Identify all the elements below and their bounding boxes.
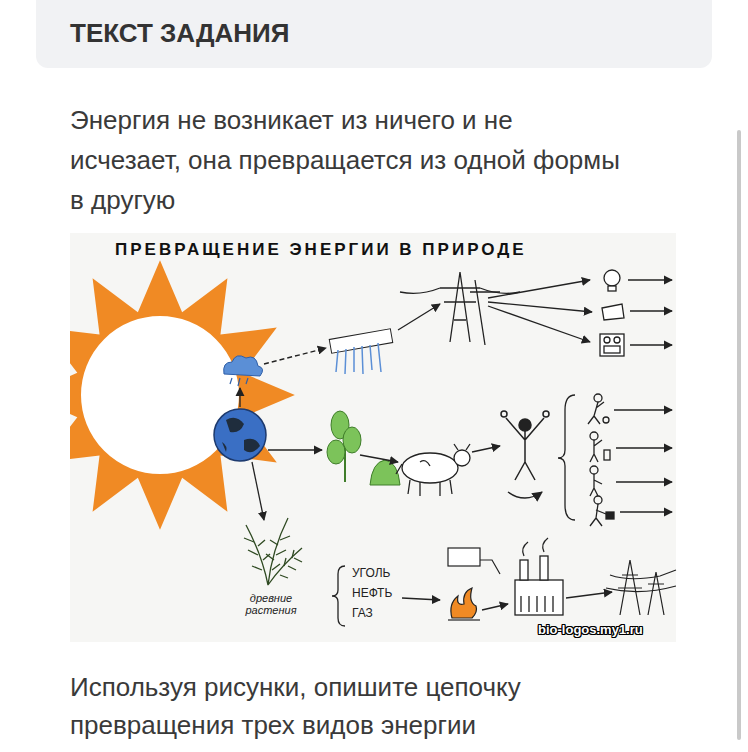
plant-caption: древние растения: [236, 592, 306, 616]
picture-title: ПРЕВРАЩЕНИЕ ЭНЕРГИИ В ПРИРОДЕ: [113, 240, 529, 260]
power-tower: [400, 272, 520, 345]
heading-box: ТЕКСТ ЗАДАНИЯ: [36, 0, 712, 68]
arrows: [240, 280, 672, 610]
fuel-name: ГАЗ: [352, 606, 373, 620]
cow: [396, 444, 470, 496]
cloud: [224, 356, 263, 386]
earth: [214, 409, 266, 461]
task-question: Используя рисунки, опишите цепочку превр…: [70, 668, 630, 744]
appliances: [600, 270, 624, 356]
sun: [70, 260, 295, 530]
task-statement: Энергия не возникает из ничего и не исче…: [70, 100, 630, 220]
power-plant: [515, 538, 563, 615]
activity-figures: [558, 394, 614, 526]
heading-text: ТЕКСТ ЗАДАНИЯ: [70, 18, 678, 49]
waterfall: [329, 329, 392, 374]
plants: [327, 411, 400, 485]
power-lines: [606, 560, 676, 615]
fuel-name: УГОЛЬ: [352, 566, 390, 580]
scrollbar: [737, 130, 741, 740]
watermark: bio-logos.my1.ru: [538, 622, 643, 637]
ancient-plants: [244, 518, 302, 585]
fossil-brace: [332, 566, 345, 626]
fuel-name: НЕФТЬ: [352, 586, 392, 600]
human: [501, 411, 549, 498]
fire-and-boiler: [448, 548, 500, 620]
